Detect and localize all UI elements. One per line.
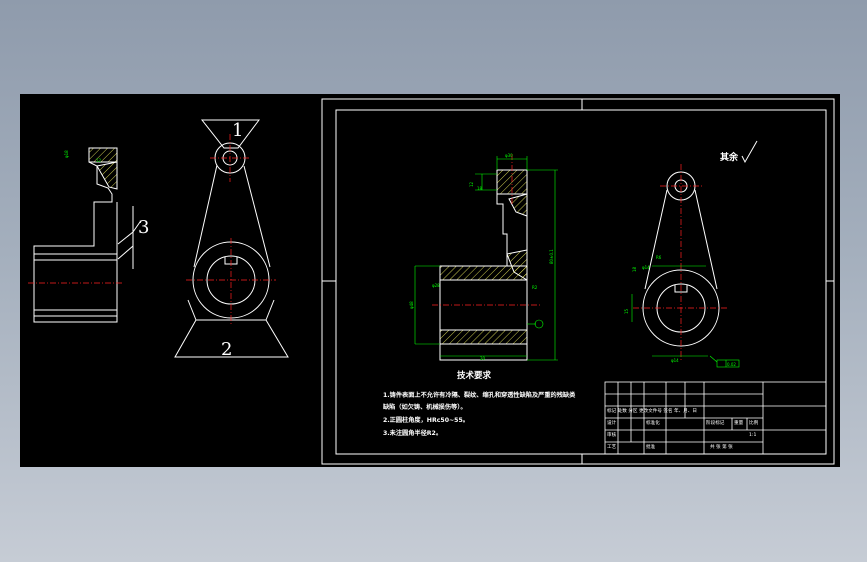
tech-requirement-2: 2.正圆柱角度，HRc50~55。 [383, 416, 469, 424]
cad-model-space[interactable]: φ18 12 3 1 2 [20, 94, 840, 467]
datum-3-label: 3 [138, 217, 149, 238]
datum-3-marker [117, 206, 141, 269]
drawing-sheet: φ30 12 18 80±0.1 20 φ48 R2 φ28 [321, 98, 835, 465]
svg-text:15: 15 [624, 308, 629, 314]
svg-text:18: 18 [477, 186, 483, 191]
tb-scale: 比例 [749, 419, 759, 426]
dim-text-left: φ18 [64, 150, 69, 158]
sheet-inner-border [335, 109, 827, 455]
tb-scale-value: 1:1 [749, 432, 756, 438]
tb-revision-header: 标记 处数 分区 更改文件号 签名 年、月、日 [607, 407, 697, 414]
svg-text:20: 20 [480, 356, 486, 361]
tech-requirement-1-cont: 缺陷（如欠铸、机械损伤等）。 [383, 403, 467, 411]
v-block-top [200, 119, 260, 149]
tech-requirements-title: 技术要求 [457, 370, 492, 381]
datum-1-label: 1 [232, 120, 243, 141]
hub-hatched-fillet [96, 161, 118, 190]
svg-text:80±0.1: 80±0.1 [549, 249, 554, 264]
section-bore-bottom [439, 329, 528, 345]
part-front-view [642, 140, 758, 347]
part-section-view [439, 169, 528, 361]
hub-hatched-top [88, 147, 118, 163]
tb-stage: 阶段标记 [706, 419, 725, 426]
tb-standardize: 标准化 [646, 419, 660, 426]
tb-designer: 设计 [607, 419, 617, 426]
tech-requirement-3: 3.未注圆角半径R2。 [383, 429, 442, 437]
tech-requirement-1: 1.铸件表面上不允许有冷隔、裂纹、缩孔和穿透性缺陷及严重的残缺类 [383, 391, 576, 399]
tb-sheet: 共 张 第 张 [710, 443, 733, 450]
front-dimensions [631, 265, 740, 368]
svg-text:φ48: φ48 [409, 301, 414, 309]
fixture-side-view [33, 147, 141, 323]
section-web-hatch [508, 193, 528, 217]
tb-check: 审核 [607, 431, 617, 438]
fixture-front-view [174, 119, 289, 358]
svg-text:0.02: 0.02 [727, 362, 736, 367]
arm-profile [33, 161, 118, 323]
tech-requirements: 技术要求 1.铸件表面上不允许有冷隔、裂纹、缩孔和穿透性缺陷及严重的残缺类 缺陷… [383, 370, 576, 437]
part-keyway [674, 285, 688, 293]
svg-text:R6: R6 [656, 255, 662, 260]
svg-text:φ14: φ14 [671, 358, 679, 363]
tb-approve: 批准 [646, 443, 656, 450]
roughness-symbol [741, 140, 758, 164]
svg-text:12: 12 [469, 181, 474, 187]
svg-text:φ30: φ30 [505, 153, 513, 158]
title-block [604, 381, 827, 455]
svg-text:φ14: φ14 [642, 265, 650, 270]
tb-weight: 重量 [734, 419, 744, 426]
svg-text:R2: R2 [532, 285, 538, 290]
svg-text:12: 12 [96, 158, 102, 163]
svg-text:18: 18 [632, 266, 637, 272]
section-dimensions [414, 156, 558, 361]
fixture-sketch: φ18 12 3 1 2 [28, 119, 289, 360]
section-bore-top [439, 265, 528, 281]
tb-process: 工艺 [607, 444, 617, 450]
roughness-note: 其余 [720, 151, 739, 163]
datum-2-label: 2 [221, 339, 232, 360]
svg-text:φ28: φ28 [432, 283, 440, 288]
